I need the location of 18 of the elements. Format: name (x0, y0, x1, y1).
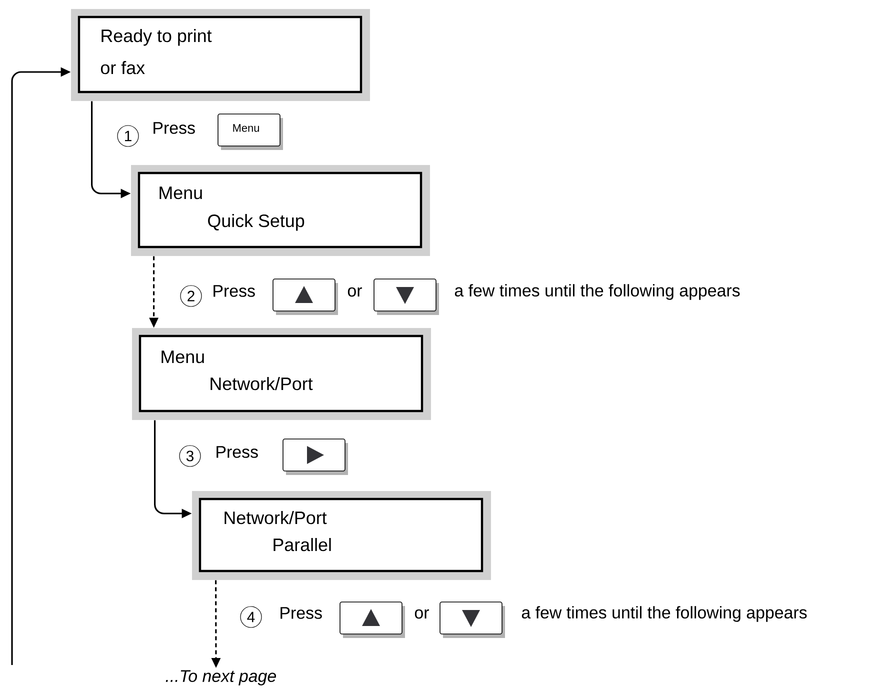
display-box: Menu Quick Setup (131, 165, 430, 256)
instruction-text: or (348, 287, 362, 297)
display-box: Menu Network/Port (132, 328, 431, 420)
step-number: 1 (117, 125, 139, 147)
instruction-text: Press (154, 122, 195, 134)
instruction-text: a few times until the following appears (522, 606, 807, 622)
instruction-text: Press (216, 446, 258, 458)
instruction-text: a few times until the following appears (454, 284, 740, 300)
continuation-note: ...To next page (166, 670, 276, 686)
step-number: 3 (179, 445, 201, 467)
instruction-text: Press (280, 607, 322, 619)
step-number: 2 (180, 285, 202, 307)
display-box: Ready to print or fax (71, 9, 370, 101)
menu-key: Menu (218, 114, 283, 150)
instruction-text: Press (214, 285, 255, 297)
display-box: Network/Port Parallel (192, 491, 491, 580)
instruction-text: or (414, 609, 429, 619)
step-number: 4 (240, 606, 262, 628)
